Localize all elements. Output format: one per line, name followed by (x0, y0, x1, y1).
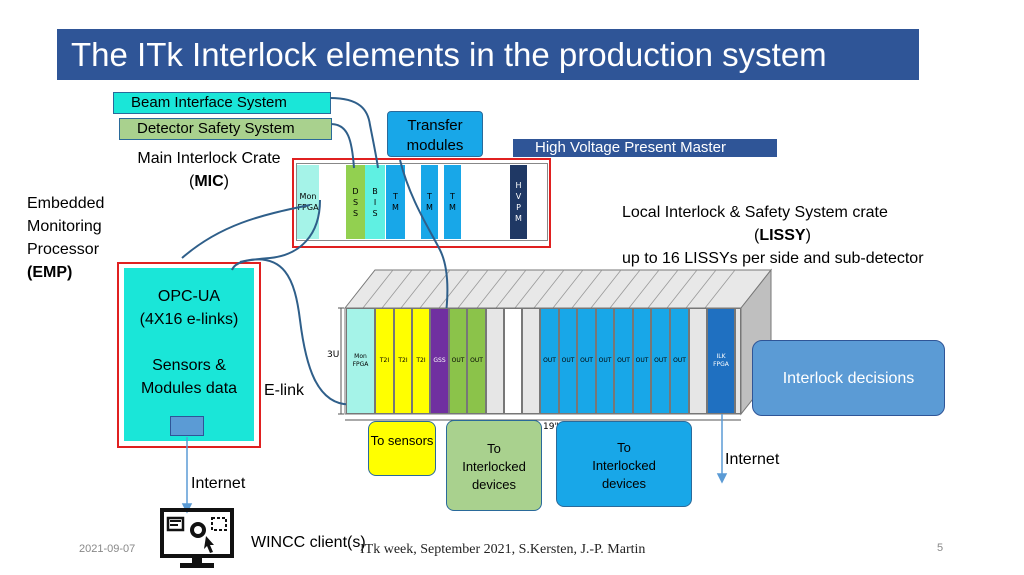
emp-box: OPC-UA (4X16 e-links) Sensors & Modules … (124, 268, 254, 441)
mic-label: Main Interlock Crate (MIC) (124, 147, 294, 193)
mic-slot-bis: B I S (365, 165, 385, 239)
emp-highlight-frame (117, 262, 261, 448)
lissy-slot-gss: GSS (430, 308, 449, 414)
elink-label: E-link (264, 382, 305, 399)
lissy-slot-empty-3 (522, 308, 540, 414)
lissy-label-line1: Local Interlock & Safety System crate (622, 204, 888, 221)
mic-slot-tm1: T M (386, 165, 405, 239)
wincc-monitor-icon (160, 508, 234, 568)
lissy-slot-out-blue-4: OUT (596, 308, 614, 414)
beam-interface-system-box: Beam Interface System (113, 92, 331, 114)
to-interlocked-devices-green-box: To Interlocked devices (446, 420, 542, 511)
slide-title: The ITk Interlock elements in the produc… (57, 29, 919, 80)
wincc-label: WINCC client(s) (251, 534, 366, 551)
lissy-slot-out-blue-7: OUT (651, 308, 670, 414)
lissy-slot-out-blue-6: OUT (633, 308, 651, 414)
lissy-slot-out-blue-1: OUT (540, 308, 559, 414)
emp-box-line3: Sensors & (152, 357, 226, 374)
emp-label-line1: Embedded (27, 195, 105, 212)
emp-box-line2: (4X16 e-links) (139, 311, 239, 328)
lissy-label-line2: (LISSY) (754, 227, 811, 244)
lissy-slot-mon-fpga: Mon FPGA (346, 308, 375, 414)
detector-safety-system-box: Detector Safety System (119, 118, 332, 140)
lissy-slot-t2i-1: T2I (375, 308, 394, 414)
internet-label-left: Internet (191, 475, 246, 492)
emp-box-line4: Modules data (140, 380, 238, 397)
lissy-slot-out-green-2: OUT (467, 308, 486, 414)
lissy-label-bold: LISSY (759, 227, 806, 244)
interlock-decisions-box: Interlock decisions (752, 340, 945, 416)
hvpm-label: High Voltage Present Master (513, 139, 777, 157)
mic-label-line1: Main Interlock Crate (137, 150, 281, 167)
lissy-slot-out-green-1: OUT (449, 308, 467, 414)
emp-box-line1: OPC-UA (157, 288, 221, 305)
lissy-slot-empty-4 (689, 308, 707, 414)
lissy-label: Local Interlock & Safety System crate (L… (622, 201, 952, 270)
mic-label-bold: MIC (194, 173, 224, 190)
mic-label-line2: (MIC) (189, 173, 229, 190)
lissy-slot-ilk-fpga: ILK FPGA (707, 308, 735, 414)
lissy-slot-t2i-2: T2I (394, 308, 412, 414)
lissy-slot-out-blue-2: OUT (559, 308, 577, 414)
to-sensors-box: To sensors (368, 421, 436, 476)
mic-highlight-frame (292, 158, 551, 248)
lissy-slot-t2i-3: T2I (412, 308, 430, 414)
emp-label-line4: (EMP) (27, 264, 73, 281)
mic-slot-tm3: T M (444, 165, 461, 239)
mic-slot-mon-fpga: Mon FPGA (297, 165, 319, 239)
rack-width-label: 19" (543, 422, 559, 432)
emp-label-line2: Monitoring (27, 218, 102, 235)
mic-slot-hvpm: H V P M (510, 165, 527, 239)
footer-credits: ITk week, September 2021, S.Kersten, J.-… (360, 542, 646, 557)
to-interlocked-devices-blue-box: To Interlocked devices (556, 421, 692, 507)
mic-slot-dss: D S S (346, 165, 365, 239)
emp-network-port (170, 416, 204, 436)
lissy-slot-empty-2 (504, 308, 522, 414)
footer-date: 2021-09-07 (79, 543, 136, 555)
lissy-label-line3: up to 16 LISSYs per side and sub-detecto… (622, 250, 924, 267)
emp-label-line3: Processor (27, 241, 100, 258)
lissy-slot-out-blue-5: OUT (614, 308, 633, 414)
lissy-slot-out-blue-8: OUT (670, 308, 689, 414)
footer-page-number: 5 (937, 542, 944, 554)
lissy-slot-end (735, 308, 741, 414)
emp-label: Embedded Monitoring Processor (EMP) (27, 192, 104, 284)
internet-label-right: Internet (725, 451, 780, 468)
lissy-slot-empty-1 (486, 308, 504, 414)
lissy-slot-out-blue-3: OUT (577, 308, 596, 414)
rack-height-label: 3U (327, 350, 340, 360)
transfer-modules-box: Transfer modules (387, 111, 483, 157)
